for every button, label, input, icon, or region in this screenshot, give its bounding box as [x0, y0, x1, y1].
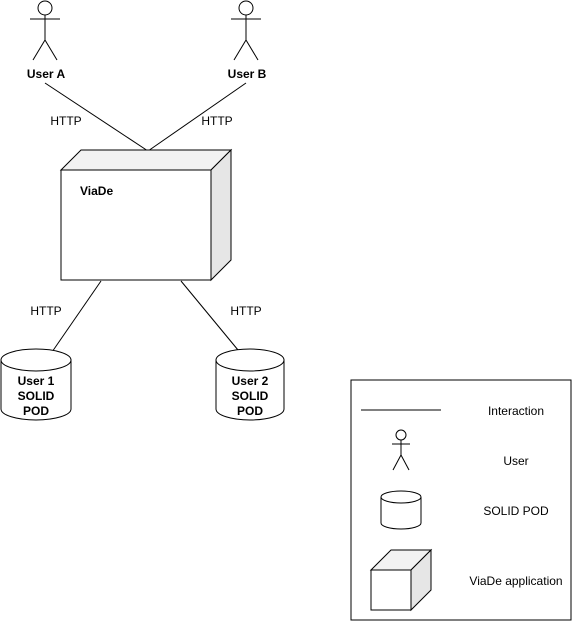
- database-cylinder-icon: [215, 348, 285, 421]
- pod-label-line-3: POD: [237, 404, 263, 418]
- solid-pod-icon: [380, 490, 422, 530]
- pod-label-line-1: User 1: [18, 374, 55, 388]
- actor-label: User B: [228, 67, 267, 81]
- legend-solid-pod-label: SOLID POD: [483, 504, 549, 518]
- pod-label-line-3: POD: [23, 404, 49, 418]
- viade-label: ViaDe: [80, 184, 113, 198]
- connection-user-b-viade: [147, 82, 247, 152]
- actor-label: User A: [27, 67, 66, 81]
- http-label-user-a: HTTP: [50, 114, 81, 128]
- viade-application-node: ViaDe: [59, 148, 233, 282]
- pod-label-line-2: SOLID: [18, 389, 55, 403]
- legend-interaction-label: Interaction: [488, 404, 544, 418]
- pod-label-line-1: User 2: [232, 374, 269, 388]
- http-label-pod1: HTTP: [30, 304, 61, 318]
- connection-viade-pod1: [51, 280, 102, 353]
- cube-icon: [59, 148, 233, 282]
- viade-application-icon: [369, 548, 433, 612]
- http-label-pod2: HTTP: [230, 304, 261, 318]
- connection-user-a-viade: [44, 82, 149, 152]
- stick-figure-icon: [231, 0, 261, 61]
- http-label-user-b: HTTP: [201, 114, 232, 128]
- user-icon: [392, 429, 410, 471]
- actor-user-a: User A: [27, 0, 66, 81]
- legend-viade-application-label: ViaDe application: [469, 574, 562, 588]
- solid-pod-user-2: User 2 SOLID POD: [215, 348, 285, 421]
- connection-viade-pod2: [180, 280, 239, 351]
- database-cylinder-icon: [0, 348, 72, 421]
- solid-pod-user-1: User 1 SOLID POD: [0, 348, 72, 421]
- legend: Interaction User SOLID POD ViaDe applica…: [350, 379, 572, 621]
- pod-label-line-2: SOLID: [232, 389, 269, 403]
- legend-user-label: User: [503, 454, 528, 468]
- actor-user-b: User B: [228, 0, 267, 81]
- stick-figure-icon: [30, 0, 60, 61]
